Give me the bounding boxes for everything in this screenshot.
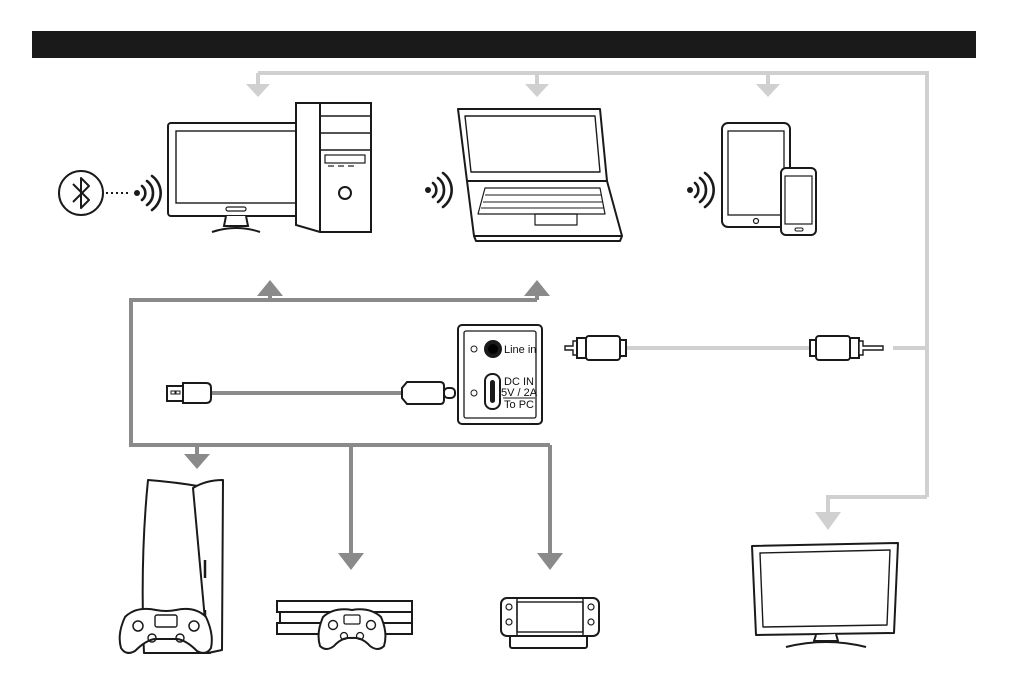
usb-a-plug-icon	[167, 383, 211, 403]
playstation-5	[120, 480, 223, 653]
bluetooth-icon	[59, 171, 103, 215]
television	[752, 543, 898, 647]
nintendo-switch	[501, 598, 599, 648]
wireless-signal-icon	[134, 176, 161, 210]
pc-tower	[296, 103, 371, 232]
usb-c-port-icon	[485, 374, 500, 409]
wireless-signal-icon	[687, 173, 714, 207]
smartphone	[781, 168, 816, 235]
usb-c-plug-icon	[402, 382, 455, 404]
desktop-pc	[168, 103, 371, 232]
tablet	[722, 123, 790, 227]
monitor	[168, 123, 304, 232]
tv-feed-line	[828, 497, 927, 512]
arrow-to-switch	[537, 553, 563, 570]
aux-3.5mm-plug-icon	[565, 336, 626, 360]
arrow-to-laptop	[525, 84, 549, 97]
arrow-up-laptop	[524, 280, 550, 296]
arrow-to-desktop	[246, 84, 270, 97]
arrow-to-ps4	[338, 553, 364, 570]
laptop	[458, 109, 622, 241]
arrow-to-tv	[815, 512, 841, 530]
arrow-to-tablet	[756, 84, 780, 97]
line-in-label: Line in	[504, 344, 536, 356]
playstation-4-pro	[277, 601, 412, 649]
arrow-to-ps5	[184, 454, 210, 469]
tablet-and-phone	[722, 123, 816, 235]
aux-3.5mm-plug-icon	[810, 336, 883, 360]
switch-handheld	[501, 598, 599, 636]
line-in-port-icon	[484, 340, 502, 358]
gamepad-icon	[319, 609, 386, 649]
power-spec-label: 5V / 2A	[501, 387, 538, 399]
arrow-up-desktop	[257, 280, 283, 296]
header-bar	[32, 31, 976, 58]
wireless-signal-icon	[425, 173, 452, 207]
to-pc-label: To PC	[504, 399, 534, 411]
port-panel: Line in DC IN 5V / 2A To PC	[458, 325, 542, 424]
